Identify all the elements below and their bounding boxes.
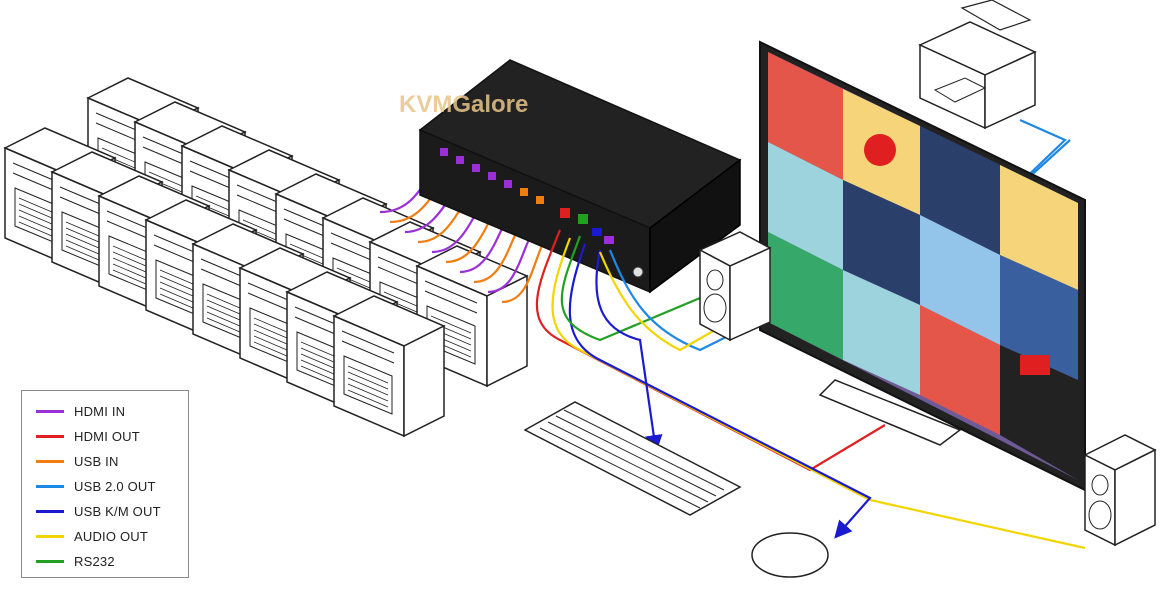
legend-item-hdmi-out: HDMI OUT — [36, 426, 140, 446]
legend-swatch — [36, 434, 64, 438]
legend-swatch — [36, 484, 64, 488]
legend: HDMI IN HDMI OUT USB IN USB 2.0 OUT USB … — [21, 390, 189, 578]
output-cables — [535, 139, 1086, 550]
legend-item-usb-km-out: USB K/M OUT — [36, 501, 161, 521]
speaker-icon — [698, 231, 772, 342]
legend-label: USB IN — [74, 453, 119, 469]
legend-swatch — [36, 409, 64, 413]
legend-item-usb-in: USB IN — [36, 451, 119, 471]
legend-label: HDMI OUT — [74, 428, 140, 444]
speaker-icon — [1083, 434, 1157, 547]
keyboard-icon — [523, 401, 742, 516]
legend-label: USB 2.0 OUT — [74, 478, 156, 494]
printer-cable — [1014, 118, 1067, 189]
legend-swatch — [36, 459, 64, 463]
printer-icon — [918, 0, 1037, 130]
switch-connectors — [440, 148, 614, 244]
legend-item-hdmi-in: HDMI IN — [36, 401, 125, 421]
monitor-icon — [759, 40, 1086, 492]
legend-label: RS232 — [74, 553, 115, 569]
legend-swatch — [36, 534, 64, 538]
legend-swatch — [36, 509, 64, 513]
brand-watermark: KVMGalore — [399, 91, 528, 118]
mouse-icon — [751, 532, 829, 578]
legend-label: USB K/M OUT — [74, 503, 161, 519]
legend-label: AUDIO OUT — [74, 528, 149, 544]
legend-item-usb-2-out: USB 2.0 OUT — [36, 476, 156, 496]
legend-item-audio-out: AUDIO OUT — [36, 526, 148, 546]
legend-swatch — [36, 559, 64, 563]
legend-label: HDMI IN — [74, 403, 126, 419]
legend-item-rs232: RS232 — [36, 551, 115, 571]
